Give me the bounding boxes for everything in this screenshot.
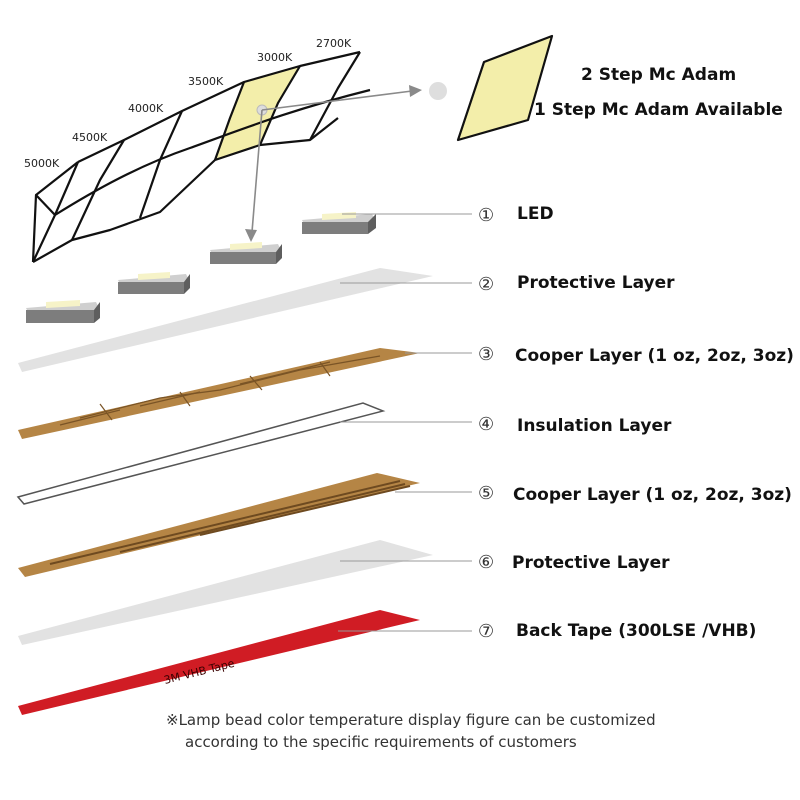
pointer-arrows bbox=[245, 85, 422, 242]
layer-number: ① bbox=[478, 205, 494, 226]
zoom-target-dot bbox=[429, 82, 447, 100]
layer-number: ⑦ bbox=[478, 621, 494, 642]
layer-title-copper: Cooper Layer (1 oz, 2oz, 3oz) bbox=[513, 485, 792, 505]
layer-number: ⑥ bbox=[478, 552, 494, 573]
note-line-2: according to the specific requirements o… bbox=[185, 733, 577, 751]
layer-title-copper: Cooper Layer (1 oz, 2oz, 3oz) bbox=[515, 346, 794, 366]
led-chip bbox=[118, 272, 190, 294]
layer-number: ⑤ bbox=[478, 483, 494, 504]
layer-stack: 3M VHB Tape bbox=[16, 268, 433, 715]
temp-label: 3000K bbox=[257, 51, 293, 64]
layer-title-insulation: Insulation Layer bbox=[517, 416, 672, 436]
led-chip bbox=[26, 300, 100, 323]
led-chip bbox=[302, 212, 376, 234]
layer-title-protective: Protective Layer bbox=[512, 553, 670, 573]
temp-label: 4500K bbox=[72, 131, 108, 144]
layer-number: ② bbox=[478, 274, 494, 295]
layer-labels: ① LED ② Protective Layer ③ Cooper Layer … bbox=[478, 204, 794, 642]
customization-note: ※Lamp bead color temperature display fig… bbox=[166, 709, 706, 753]
leader-lines bbox=[338, 213, 472, 632]
temp-label: 4000K bbox=[128, 102, 164, 115]
temp-label: 5000K bbox=[24, 157, 60, 170]
enlarged-bin-icon bbox=[456, 34, 554, 142]
layer-title-led: LED bbox=[517, 204, 554, 224]
insulation-layer bbox=[16, 402, 386, 505]
layer-number: ④ bbox=[478, 414, 494, 435]
temp-label: 3500K bbox=[188, 75, 224, 88]
layer-title-back-tape: Back Tape (300LSE /VHB) bbox=[516, 621, 756, 641]
layer-title-protective: Protective Layer bbox=[517, 273, 675, 293]
note-line-1: ※Lamp bead color temperature display fig… bbox=[166, 711, 656, 729]
protective-layer-bottom bbox=[18, 540, 433, 645]
led-chips bbox=[26, 212, 376, 323]
temp-label: 2700K bbox=[316, 37, 352, 50]
mcadam-line-2: 1 Step Mc Adam Available bbox=[534, 100, 783, 120]
color-temperature-chart: 5000K 4500K 4000K 3500K 3000K 2700K 2 St… bbox=[24, 34, 783, 263]
copper-layer-top bbox=[18, 348, 420, 439]
copper-layer-bottom bbox=[18, 473, 420, 577]
mcadam-line-1: 2 Step Mc Adam bbox=[581, 65, 736, 85]
layer-number: ③ bbox=[478, 344, 494, 365]
protective-layer-top bbox=[18, 268, 433, 372]
chart-grid bbox=[31, 50, 371, 263]
led-chip bbox=[210, 242, 282, 264]
